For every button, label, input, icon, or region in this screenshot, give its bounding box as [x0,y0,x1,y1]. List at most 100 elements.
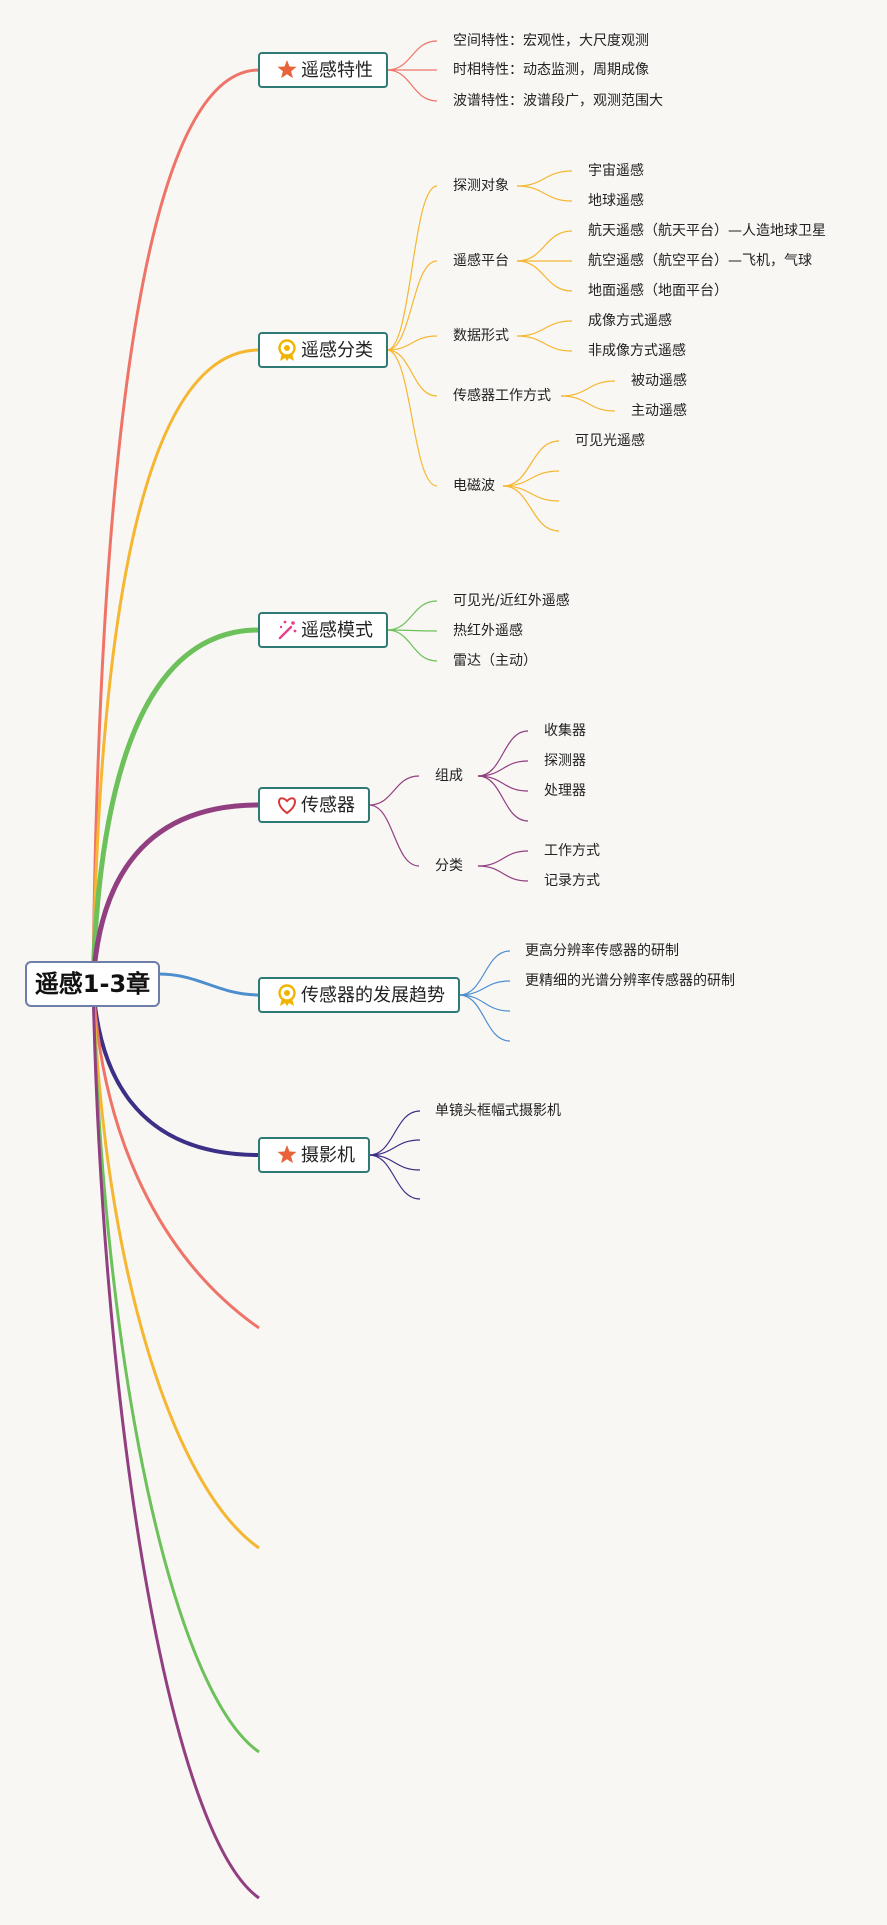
branch-leaf [560,395,616,412]
branch-sub [386,260,438,351]
mind-map-nodes: 遥感1-3章遥感特性空间特性：宏观性，大尺度观测时相特性：动态监测，周期成像波谱… [25,33,826,1173]
branch-leaf [477,775,529,792]
leaf-item: 被动遥感 [631,372,687,389]
branch-leaf [516,170,573,187]
branch-leaf [386,69,438,102]
leaf-item: 时相特性：动态监测，周期成像 [453,62,649,78]
topic-node-2[interactable]: 遥感分类 [258,332,388,368]
branch-leaf [502,470,560,487]
branch-leaf [458,980,511,996]
subtopic-item: 组成 [435,768,463,784]
branch-leaf [502,440,560,487]
branch-leaf [368,1139,421,1156]
leaf-item: 热红外遥感 [453,622,523,639]
leaf-item: 地面遥感（地面平台） [588,282,728,299]
branch-lines [90,40,616,1900]
branch-leaf [386,40,438,71]
branch-leaf [477,850,529,867]
branch-sub [386,349,438,397]
leaf-item: 可见光/近红外遥感 [453,592,570,609]
branch-leaf [516,260,573,292]
leaf-item: 主动遥感 [631,402,687,419]
branch-sub [368,775,420,806]
leaf-item: 成像方式遥感 [588,312,672,329]
topic-label: 遥感分类 [301,340,373,361]
branch-leaf [368,1154,421,1171]
leaf-item: 非成像方式遥感 [588,342,686,359]
branch-leaf [502,485,560,502]
leaf-item: 波谱特性：波谱段广，观测范围大 [453,92,663,109]
leaf-item: 收集器 [544,722,586,739]
branch-leaf [502,485,560,532]
branch-leaf [516,320,573,337]
branch-empty-3 [91,983,260,1754]
branch-empty-2 [91,983,260,1550]
branch-topic-5 [158,972,260,997]
topic-box [258,52,388,88]
subtopic-item: 探测对象 [453,178,509,194]
leaf-item: 地球遥感 [588,192,644,209]
badge-icon [278,984,296,1006]
leaf-item: 单镜头框幅式摄影机 [435,1103,561,1119]
branch-sub [386,185,438,351]
leaf-item: 宇宙遥感 [588,162,644,179]
root-label: 遥感1-3章 [35,970,150,998]
topic-label: 遥感模式 [301,620,373,641]
leaf-item: 可见光遥感 [575,432,645,449]
leaf-item: 探测器 [544,753,586,769]
subtopic-item: 分类 [435,858,463,874]
subtopic-item: 遥感平台 [453,252,509,269]
leaf-item: 航空遥感（航空平台）—飞机，气球 [588,252,812,269]
branch-leaf [386,600,438,631]
heart-icon [278,797,296,815]
star-icon [277,60,297,79]
subtopic-item: 数据形式 [453,328,509,344]
branch-sub [386,335,438,351]
branch-leaf [516,230,573,262]
branch-topic-3 [90,627,260,985]
topic-box [258,612,388,648]
branch-empty-1 [91,983,260,1330]
root-box [25,961,160,1007]
branch-leaf [458,994,511,1012]
topic-box [258,977,460,1013]
leaf-item: 更高分辨率传感器的研制 [525,942,679,959]
topic-node-1[interactable]: 遥感特性 [258,52,388,88]
leaf-item: 工作方式 [544,843,600,859]
wand-icon [278,620,297,640]
star-icon [277,1145,297,1164]
topic-node-6[interactable]: 摄影机 [258,1137,370,1173]
branch-topic-2 [91,348,260,985]
branch-empty-4 [91,983,260,1900]
branch-leaf [477,865,529,882]
branch-leaf [516,335,573,352]
topic-node-4[interactable]: 传感器 [258,787,370,823]
subtopic-item: 电磁波 [453,478,495,494]
leaf-item: 更精细的光谱分辨率传感器的研制 [525,972,735,989]
branch-leaf [516,185,573,202]
topic-node-3[interactable]: 遥感模式 [258,612,388,648]
branch-topic-1 [91,68,260,985]
topic-label: 传感器的发展趋势 [301,985,445,1006]
branch-sub [386,349,438,487]
topic-label: 传感器 [301,795,355,816]
leaf-item: 雷达（主动） [453,653,537,669]
branch-sub [368,804,420,867]
leaf-item: 航天遥感（航天平台）—人造地球卫星 [588,222,826,239]
topic-label: 摄影机 [301,1145,355,1166]
branch-leaf [477,760,529,777]
branch-leaf [477,730,529,777]
leaf-item: 处理器 [544,783,586,799]
branch-topic-4 [90,802,260,985]
branch-leaf [368,1110,421,1156]
subtopic-item: 传感器工作方式 [453,387,551,404]
topic-label: 遥感特性 [301,60,373,81]
branch-leaf [560,380,616,397]
root-topic[interactable] [25,961,160,1007]
branch-leaf [458,994,511,1042]
branch-leaf [368,1154,421,1200]
topic-node-5[interactable]: 传感器的发展趋势 [258,977,460,1013]
branch-leaf [458,950,511,996]
branch-leaf [477,775,529,822]
